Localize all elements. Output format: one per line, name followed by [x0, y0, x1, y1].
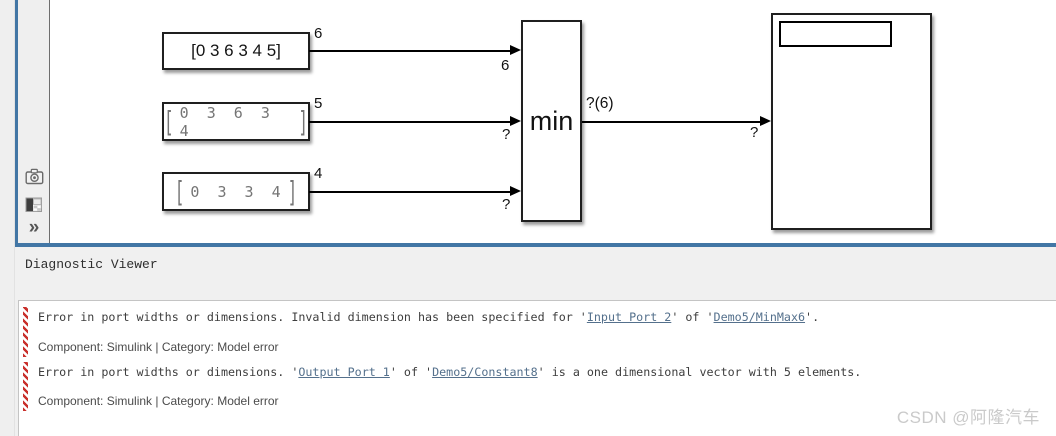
- signal-wire-out[interactable]: [582, 121, 760, 123]
- min-inport1-label: 6: [501, 57, 510, 74]
- minmax-block-label: min: [529, 105, 574, 136]
- minmax-block[interactable]: min: [521, 20, 582, 222]
- diagnostic-messages-area[interactable]: Error in port widths or dimensions. Inva…: [18, 300, 1056, 436]
- constant-block-2[interactable]: [0 3 6 3 4]: [162, 102, 310, 141]
- camera-icon: [25, 168, 44, 185]
- wire1-width-label: 6: [314, 25, 323, 42]
- csdn-watermark: CSDN @阿隆汽车: [896, 408, 1040, 427]
- wire2-width-label: 5: [314, 95, 323, 112]
- wire3-width-label: 4: [314, 165, 323, 182]
- close-bracket: ]: [287, 174, 298, 209]
- constant-block-2-value: [0 3 6 3 4]: [164, 103, 308, 140]
- window-left-margin: [0, 0, 15, 436]
- wire-arrowhead: [510, 116, 521, 126]
- wire-arrowhead: [510, 45, 521, 55]
- model-data-editor-button[interactable]: [24, 194, 44, 214]
- diagnostic-viewer-title: Diagnostic Viewer: [25, 257, 158, 272]
- layout-panel-icon: [25, 196, 43, 213]
- error-message-2: Error in port widths or dimensions. 'Out…: [38, 365, 862, 379]
- constant-block-3-value: [0 3 3 4]: [174, 174, 298, 209]
- double-chevron-right-icon: »: [28, 217, 40, 238]
- error2-component-line: Component: Simulink | Category: Model er…: [38, 394, 279, 408]
- min-inport2-label: ?: [502, 126, 511, 143]
- close-bracket: ]: [298, 104, 308, 139]
- diagnostic-viewer-panel: Diagnostic Viewer Error in port widths o…: [15, 247, 1056, 436]
- error1-component-line: Component: Simulink | Category: Model er…: [38, 340, 279, 354]
- error2-link-block[interactable]: Demo5/Constant8: [432, 365, 538, 379]
- screenshot-camera-button[interactable]: [24, 166, 44, 186]
- signal-wire-1[interactable]: [309, 50, 510, 52]
- constant-block-1-value: [0 3 6 3 4 5]: [191, 41, 281, 60]
- wire-arrowhead: [760, 116, 771, 126]
- open-bracket: [: [174, 174, 185, 209]
- signal-wire-2[interactable]: [309, 121, 510, 123]
- error-severity-stripe: [23, 307, 28, 357]
- canvas-palette-sidebar: »: [18, 0, 50, 243]
- display-inport-label: ?: [750, 124, 759, 141]
- expand-palette-button[interactable]: »: [24, 217, 44, 238]
- signal-wire-3[interactable]: [309, 191, 510, 193]
- error-severity-stripe: [23, 362, 28, 411]
- constant-block-1[interactable]: [0 3 6 3 4 5]: [162, 32, 310, 70]
- wire-arrowhead: [510, 186, 521, 196]
- display-block[interactable]: [771, 13, 932, 230]
- display-block-value-field: [779, 21, 892, 47]
- error1-link-block[interactable]: Demo5/MinMax6: [713, 310, 806, 324]
- panel-splitter[interactable]: [15, 243, 1056, 247]
- min-output-label: ?(6): [586, 95, 614, 112]
- error1-link-input-port[interactable]: Input Port 2: [586, 310, 672, 324]
- canvas-accent-border-left: [15, 0, 18, 247]
- open-bracket: [: [164, 104, 174, 139]
- min-inport3-label: ?: [502, 196, 511, 213]
- error2-link-output-port[interactable]: Output Port 1: [298, 365, 390, 379]
- constant-block-3[interactable]: [0 3 3 4]: [162, 172, 310, 211]
- error-message-1: Error in port widths or dimensions. Inva…: [38, 310, 820, 324]
